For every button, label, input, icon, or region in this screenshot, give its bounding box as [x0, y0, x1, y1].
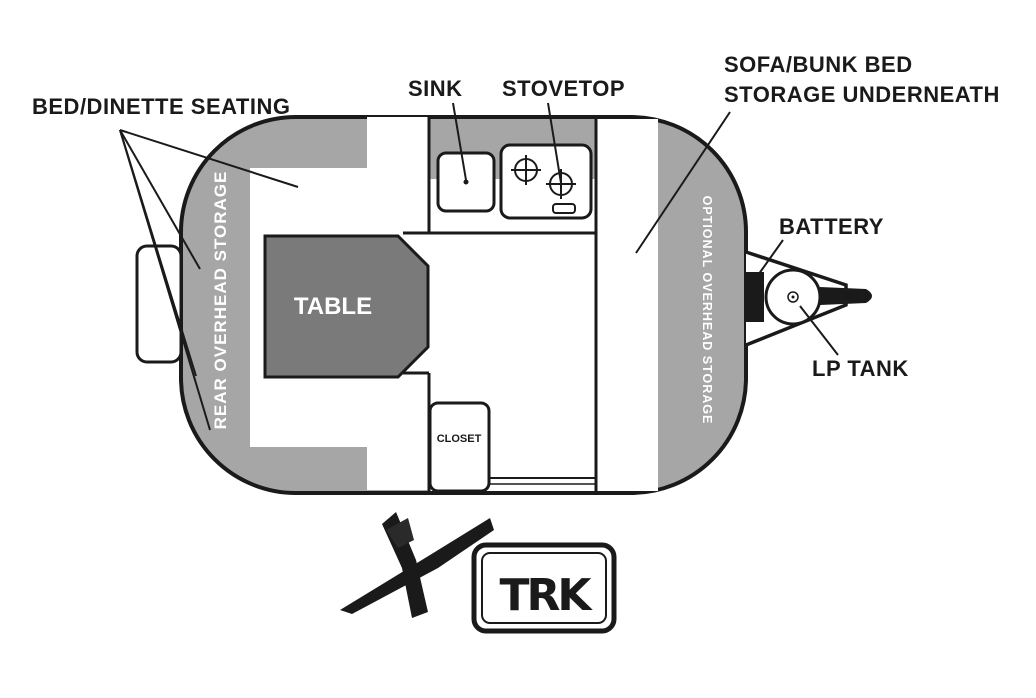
table-label: TABLE: [294, 293, 372, 320]
logo-trk-text: TRK: [500, 570, 594, 621]
burner-left-icon: [511, 155, 541, 185]
logo-x-mark: [340, 512, 494, 618]
stovetop-unit: [499, 143, 593, 220]
lp-tank-valve-center: [791, 295, 795, 299]
table: [263, 234, 430, 379]
bed-dinette-label: BED/DINETTE SEATING: [32, 94, 290, 119]
leader-lines: [119, 102, 839, 431]
sink-label: SINK: [408, 76, 463, 101]
sofa-label-line1: SOFA/BUNK BED: [724, 52, 913, 77]
stove-knob-panel: [552, 203, 576, 214]
sofa-label-line2: STORAGE UNDERNEATH: [724, 82, 1000, 107]
burner-right-icon: [546, 169, 576, 199]
lp-tank-label: LP TANK: [812, 356, 909, 381]
optional-storage-label: OPTIONAL OVERHEAD STORAGE: [700, 196, 714, 425]
rear-window: [135, 244, 183, 364]
logo-trk-box: TRK: [471, 542, 617, 634]
battery-label: BATTERY: [779, 214, 884, 239]
rear-storage-label: REAR OVERHEAD STORAGE: [211, 171, 230, 430]
closet: [428, 401, 491, 493]
stovetop-label: STOVETOP: [502, 76, 625, 101]
sofa-bunk-area: [596, 119, 658, 491]
sink-drain: [463, 179, 469, 185]
hitch: [820, 287, 872, 305]
battery: [744, 272, 764, 322]
closet-label: CLOSET: [437, 433, 482, 445]
